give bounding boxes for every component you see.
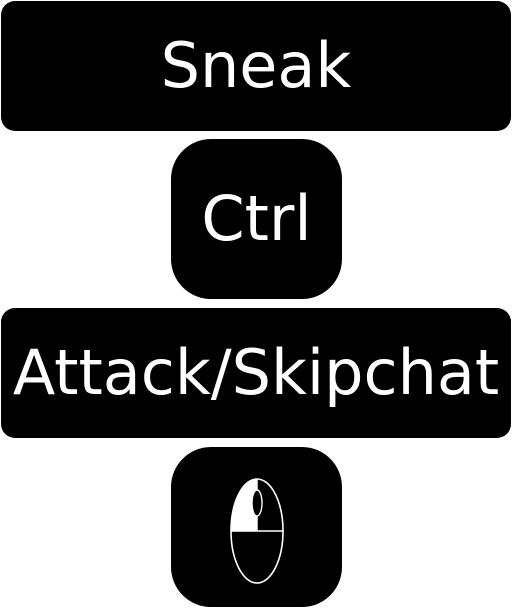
ctrl-key-text: Ctrl	[201, 182, 312, 255]
mouse-button-key	[171, 447, 342, 607]
attack-skipchat-text: Attack/Skipchat	[12, 336, 500, 409]
sneak-action-label: Sneak	[1, 1, 511, 131]
mouse-left-click-icon	[229, 478, 284, 584]
attack-skipchat-action-label: Attack/Skipchat	[1, 308, 511, 438]
ctrl-key: Ctrl	[171, 139, 342, 299]
sneak-text: Sneak	[160, 29, 352, 102]
